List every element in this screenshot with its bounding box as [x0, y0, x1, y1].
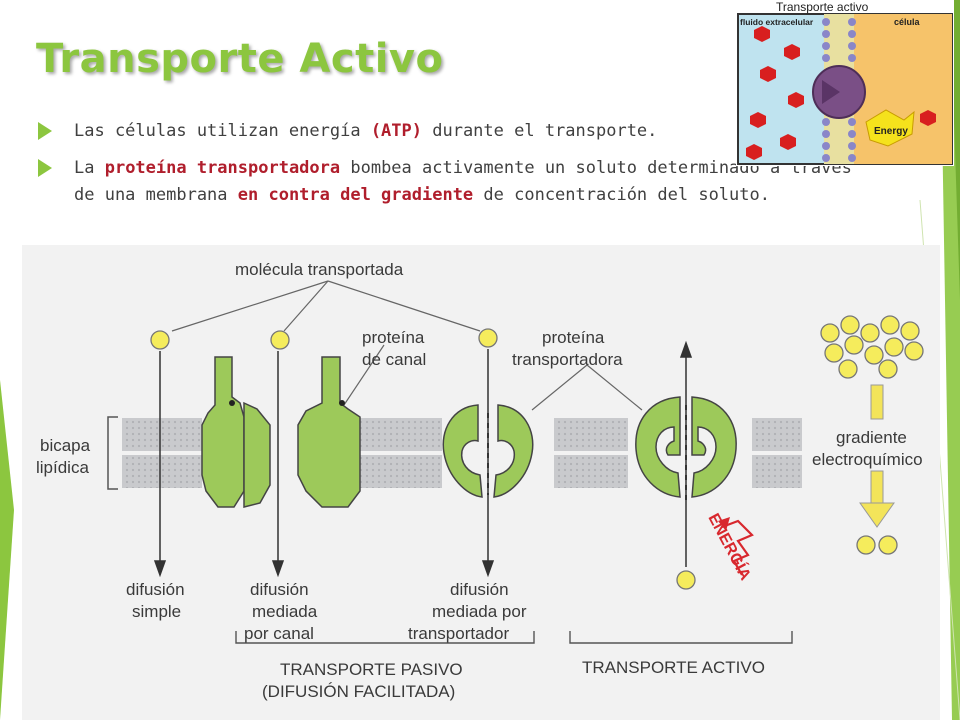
energy-burst-icon	[865, 109, 915, 147]
bullet-item: La proteína transportadora bombea activa…	[38, 155, 874, 209]
left-stripe	[0, 380, 14, 720]
bullet-highlight: en contra del gradiente	[237, 185, 474, 205]
energy-text: ENERGÍA	[704, 510, 755, 584]
carrier-protein-passive	[442, 404, 534, 498]
passive-transport-label: TRANSPORTE PASIVO	[280, 660, 463, 679]
channel-protein-label-line1: proteína	[362, 328, 425, 347]
carrier-diffusion-label-line3: transportador	[408, 624, 509, 643]
bullet-text-part: bombea activamente un soluto determinado…	[74, 158, 852, 205]
molecule-label: molécula transportada	[235, 260, 404, 279]
bullet-text-part: de concentración del soluto.	[473, 185, 770, 205]
cell-label: célula	[894, 17, 921, 27]
extracellular-label: fluido extracelular	[740, 17, 814, 27]
bullet-text-part: Las células utilizan energía	[74, 121, 371, 141]
carrier-diffusion-label-line2: mediada por	[432, 602, 527, 621]
carrier-protein-active	[635, 396, 737, 498]
page-title: Transporte Activo	[36, 36, 444, 82]
active-transport-label: TRANSPORTE ACTIVO	[582, 658, 765, 677]
bilayer-label-line1: bicapa	[40, 436, 91, 455]
carrier-protein-label-line1: proteína	[542, 328, 605, 347]
channel-diffusion-label-line1: difusión	[250, 580, 309, 599]
bullet-item: Las células utilizan energía (ATP) duran…	[38, 118, 888, 145]
bullet-highlight: proteína transportadora	[104, 158, 341, 178]
channel-proteins	[201, 356, 361, 508]
bullet-highlight: (ATP)	[370, 121, 422, 141]
carrier-diffusion-label-line1: difusión	[450, 580, 509, 599]
bilayer-label-line2: lipídica	[36, 458, 89, 477]
thumbnail-title: Transporte activo	[776, 0, 869, 14]
bullet-arrow-icon	[38, 122, 52, 140]
bullet-text-part: durante el transporte.	[422, 121, 658, 141]
gradient-label-line2: electroquímico	[812, 450, 923, 469]
energy-label: Energy	[874, 126, 908, 137]
channel-diffusion-label-line3: por canal	[244, 624, 314, 643]
simple-diffusion-label-line1: difusión	[126, 580, 185, 599]
channel-diffusion-label-line2: mediada	[252, 602, 318, 621]
transport-diagram: ENERGÍA molécula transportada proteína d…	[22, 245, 940, 720]
solute-molecules	[746, 26, 936, 160]
carrier-protein-label-line2: transportadora	[512, 350, 623, 369]
channel-protein-label-line2: de canal	[362, 350, 426, 369]
energy-arrow-icon	[718, 517, 754, 576]
bullet-arrow-icon	[38, 159, 52, 177]
bullet-text-part: La	[74, 158, 105, 178]
facilitated-diffusion-label: (DIFUSIÓN FACILITADA)	[262, 682, 455, 701]
lipid-bilayer	[122, 418, 802, 488]
active-transport-thumbnail: Energy Transporte activo fluido extracel…	[736, 0, 954, 166]
gradient-arrows	[859, 384, 895, 528]
gradient-label-line1: gradiente	[836, 428, 907, 447]
bullet-list: Las células utilizan energía (ATP) duran…	[38, 118, 888, 219]
simple-diffusion-label-line2: simple	[132, 602, 181, 621]
molecule-icons	[150, 315, 924, 590]
